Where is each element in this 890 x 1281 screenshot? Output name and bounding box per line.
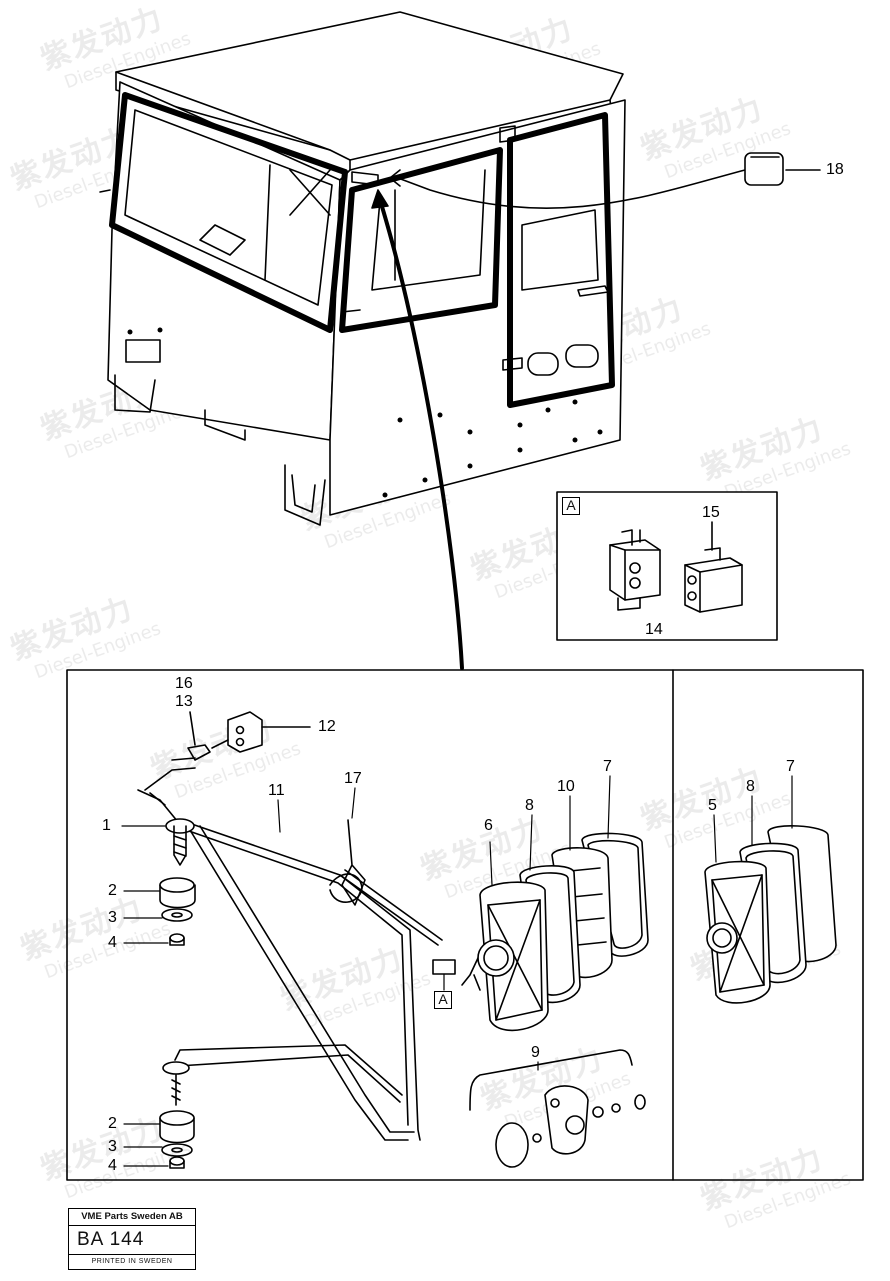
callout-7-center: 7: [603, 758, 612, 775]
detail-a-frame: [556, 491, 778, 641]
callout-3-bottom: 3: [108, 1138, 117, 1155]
callout-16: 16: [175, 675, 193, 692]
part-17-clamp: [329, 819, 366, 906]
callout-17: 17: [344, 770, 362, 787]
part-18-cap: [744, 152, 821, 186]
callout-18: 18: [826, 161, 844, 178]
mounting-stack-top: [159, 818, 196, 946]
callout-15: 15: [702, 504, 720, 521]
callout-5: 5: [708, 797, 717, 814]
part-9-adjust-assembly: [469, 1049, 646, 1168]
callout-1: 1: [102, 817, 111, 834]
callout-4-bottom: 4: [108, 1157, 117, 1174]
arrow-to-mirror-mount: [378, 198, 464, 670]
callout-13: 13: [175, 693, 193, 710]
part-11-mirror-arm: [137, 767, 443, 1141]
callout-4-top: 4: [108, 934, 117, 951]
main-a-tag: A: [434, 991, 452, 1009]
mirror-assembly-right: [704, 775, 837, 1004]
part-14-connector: [609, 529, 661, 611]
stamp-company: VME Parts Sweden AB: [69, 1209, 195, 1226]
leader-18: [397, 169, 746, 209]
callout-2-top: 2: [108, 882, 117, 899]
part-15-plug: [684, 521, 743, 613]
stamp-code: BA 144: [77, 1229, 145, 1250]
callout-14: 14: [645, 621, 663, 638]
callout-6: 6: [484, 817, 493, 834]
detail-a-label: A: [562, 497, 580, 515]
mirror-assembly-center: [461, 775, 649, 1032]
callout-8-center: 8: [525, 797, 534, 814]
mounting-stack-bottom: [159, 1061, 195, 1169]
callout-12: 12: [318, 718, 336, 735]
callout-3-top: 3: [108, 909, 117, 926]
main-exploded-frame: [66, 669, 864, 1181]
part-13-terminal: [171, 711, 211, 761]
callout-7-right: 7: [786, 758, 795, 775]
truck-cab: [99, 11, 626, 526]
leader-lines-left: [121, 825, 169, 1167]
callout-11: 11: [268, 782, 285, 799]
callout-2-bottom: 2: [108, 1115, 117, 1132]
callout-9: 9: [531, 1044, 540, 1061]
stamp-printed: PRINTED IN SWEDEN: [69, 1254, 195, 1269]
callout-10: 10: [557, 778, 575, 795]
title-stamp: VME Parts Sweden AB BA 144 PRINTED IN SW…: [68, 1208, 196, 1270]
callout-8-right: 8: [746, 778, 755, 795]
part-12-connector: [211, 711, 311, 753]
